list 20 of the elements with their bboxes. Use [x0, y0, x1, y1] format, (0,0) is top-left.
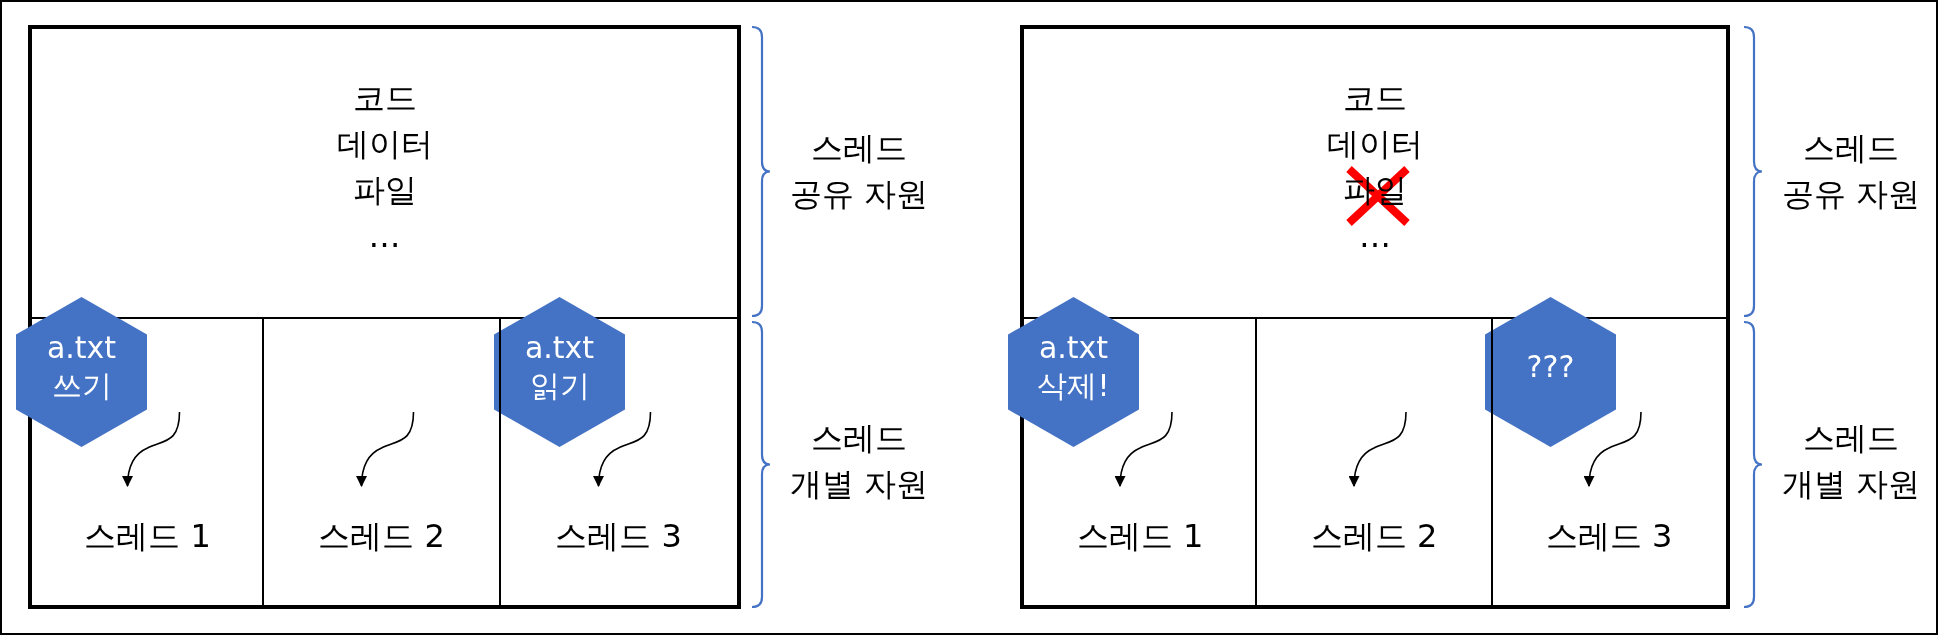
brace-label: 스레드 개별 자원 [788, 418, 930, 505]
hexagon: a.txt 쓰기 [16, 297, 147, 447]
thread-label: 스레드 2 [265, 488, 498, 568]
arrow [122, 411, 181, 488]
thread-label: 스레드 1 [34, 488, 261, 568]
thread-label: 스레드 3 [1494, 488, 1724, 568]
brace-label: 스레드 개별 자원 [1780, 418, 1922, 505]
arrow [356, 411, 415, 488]
hexagon: a.txt 읽기 [494, 297, 625, 447]
arrow [1583, 411, 1642, 488]
brace-label: 스레드 공유 자원 [788, 128, 930, 215]
arrow [593, 411, 652, 488]
arrow [1348, 411, 1407, 488]
thread-label: 스레드 1 [1026, 488, 1254, 568]
brace-label: 스레드 공유 자원 [1780, 128, 1922, 215]
hexagon: a.txt 삭제! [1008, 297, 1139, 447]
thread-label: 스레드 3 [502, 488, 735, 568]
hexagon: ??? [1485, 297, 1616, 447]
thread-label: 스레드 2 [1258, 488, 1490, 568]
arrow [1114, 411, 1173, 488]
